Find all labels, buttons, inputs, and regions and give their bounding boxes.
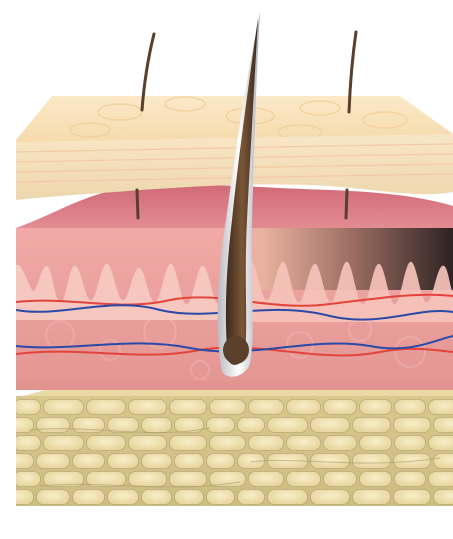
fat-cell bbox=[108, 418, 139, 433]
fat-cell bbox=[37, 418, 70, 433]
fat-cell bbox=[73, 490, 105, 505]
fat-cell bbox=[0, 418, 34, 433]
fat-cell bbox=[324, 400, 357, 415]
fat-cell bbox=[175, 454, 204, 469]
fat-cell bbox=[324, 436, 357, 451]
fat-cell bbox=[44, 400, 84, 415]
fat-cell bbox=[87, 400, 126, 415]
fat-cell bbox=[73, 454, 105, 469]
fat-cell bbox=[353, 454, 391, 469]
fat-cell bbox=[249, 436, 284, 451]
dermis-bottom-shadow bbox=[16, 382, 453, 390]
fat-cell bbox=[210, 436, 246, 451]
fat-cell bbox=[14, 436, 41, 451]
fat-cell bbox=[108, 454, 139, 469]
fat-cell bbox=[129, 400, 167, 415]
fat-cell bbox=[287, 436, 321, 451]
fat-cell bbox=[37, 490, 70, 505]
hair-bulb bbox=[223, 336, 249, 364]
fat-cell bbox=[207, 454, 235, 469]
fat-cell bbox=[360, 400, 392, 415]
fat-cell bbox=[395, 472, 426, 487]
fat-cell bbox=[394, 490, 431, 505]
fat-cell bbox=[395, 400, 426, 415]
fat-cell bbox=[238, 418, 265, 433]
fat-cell bbox=[249, 400, 284, 415]
fat-cell bbox=[324, 472, 357, 487]
fat-cell bbox=[311, 490, 350, 505]
fat-cell bbox=[37, 454, 70, 469]
fat-cell bbox=[142, 418, 172, 433]
hypodermis-bottom-fade bbox=[16, 506, 453, 539]
fat-cell bbox=[14, 400, 41, 415]
fat-cell bbox=[249, 472, 284, 487]
fat-cell bbox=[0, 454, 34, 469]
fat-cell bbox=[175, 490, 204, 505]
fat-cell bbox=[207, 490, 235, 505]
fat-cell bbox=[44, 436, 84, 451]
fat-cell bbox=[360, 436, 392, 451]
fat-cell bbox=[268, 490, 308, 505]
fat-cell bbox=[429, 436, 453, 451]
fat-cell bbox=[129, 472, 167, 487]
fat-cell bbox=[129, 436, 167, 451]
fat-cell bbox=[395, 436, 426, 451]
hair-shaft-right-root bbox=[346, 190, 347, 218]
fat-cell bbox=[142, 490, 172, 505]
fat-cell bbox=[207, 418, 235, 433]
fat-cell bbox=[429, 400, 453, 415]
fat-cell bbox=[238, 490, 265, 505]
fat-cell bbox=[287, 400, 321, 415]
fat-cell bbox=[353, 490, 391, 505]
fat-cell bbox=[353, 418, 391, 433]
fat-cell bbox=[142, 454, 172, 469]
fat-cell bbox=[0, 490, 34, 505]
fat-cell bbox=[311, 418, 350, 433]
fat-cell bbox=[268, 418, 308, 433]
fat-cell bbox=[14, 472, 41, 487]
fat-cell bbox=[287, 472, 321, 487]
fat-cell bbox=[429, 472, 453, 487]
fat-cell bbox=[87, 436, 126, 451]
fat-cell bbox=[210, 400, 246, 415]
fat-cell bbox=[108, 490, 139, 505]
fat-cell bbox=[394, 418, 431, 433]
hypodermis-layer bbox=[0, 386, 453, 539]
fat-cell bbox=[434, 490, 453, 505]
fat-cell bbox=[360, 472, 392, 487]
fat-cell bbox=[434, 454, 453, 469]
fat-cell bbox=[434, 418, 453, 433]
fat-cell bbox=[170, 472, 207, 487]
hair-shaft-left-root bbox=[137, 190, 138, 218]
fat-cell bbox=[170, 400, 207, 415]
fat-cell bbox=[170, 436, 207, 451]
